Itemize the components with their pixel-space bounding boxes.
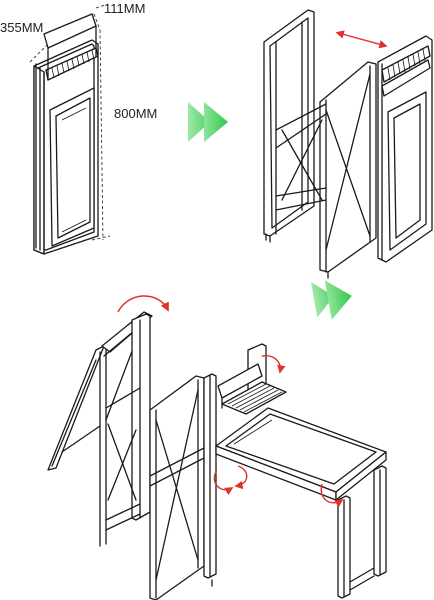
rotate-arrow-icon — [213, 471, 234, 496]
opened-desk — [47, 311, 387, 600]
folded-rack — [43, 13, 99, 81]
unfolding-frame — [263, 9, 433, 279]
rotate-arrow-icon — [117, 295, 169, 313]
height-dimension-label: 800MM — [114, 106, 157, 121]
step-arrow-1-icon — [188, 102, 228, 142]
folded-panel — [49, 87, 95, 247]
folded-unit — [29, 3, 111, 255]
rotate-arrow-icon — [261, 355, 286, 374]
width-dimension-label: 355MM — [0, 20, 43, 35]
rotate-arrow-icon — [320, 483, 344, 508]
rotate-arrow-icon — [234, 465, 248, 490]
table-top — [215, 407, 387, 501]
step-arrow-2-icon — [311, 280, 352, 320]
rack — [381, 45, 431, 97]
rack-open — [217, 343, 287, 415]
expand-arrow-icon — [335, 30, 388, 49]
depth-dimension-label: 111MM — [104, 1, 145, 16]
